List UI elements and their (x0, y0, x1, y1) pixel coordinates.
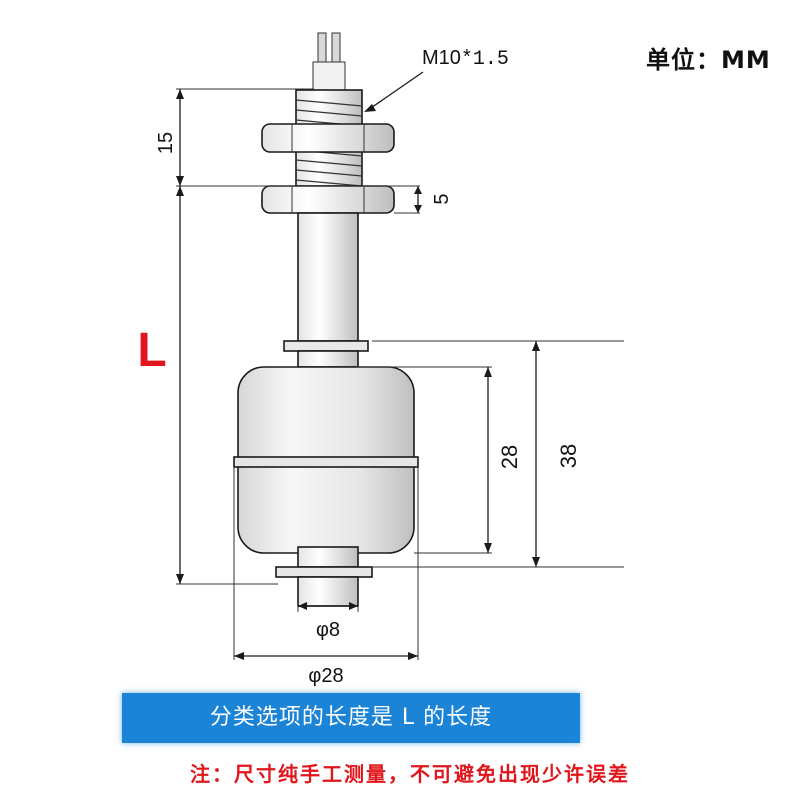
thread-spec: M10 (422, 47, 461, 69)
length-label: L (137, 324, 166, 377)
extension-lines (176, 88, 624, 660)
dim-label-38: 38 (556, 444, 581, 468)
thread-callout: M10*1.5 (364, 47, 509, 112)
stem (297, 212, 359, 342)
upper-stop-ring (283, 340, 369, 352)
dim-stem-diameter: φ8 (298, 602, 358, 641)
measurement-note: 注：尺寸纯手工测量，不可避免出现少许误差 (190, 762, 630, 786)
dim-label-phi8: φ8 (316, 619, 340, 641)
length-option-banner: 分类选项的长度是 L 的长度 (122, 693, 580, 743)
wire-leads (312, 32, 346, 92)
dim-nut-height: 5 (414, 186, 453, 213)
dim-float-span: 38 (532, 341, 581, 567)
dim-label-phi28: φ28 (308, 665, 343, 687)
lower-nut (261, 185, 395, 214)
thread-pitch: *1.5 (461, 48, 509, 71)
dim-float-height: 28 (484, 367, 522, 553)
dim-label-28: 28 (497, 445, 522, 469)
lower-stop-ring (275, 566, 373, 578)
upper-nut (261, 123, 395, 153)
thread-label: M10*1.5 (422, 47, 509, 71)
dim-top-height: 15 (155, 89, 184, 186)
dim-float-diameter: φ28 (234, 652, 418, 687)
dim-length-L: L (137, 186, 184, 584)
unit-label: 单位：MM (646, 46, 771, 74)
bottom-tube (297, 576, 359, 607)
dim-label-15: 15 (155, 132, 177, 154)
float-body (233, 366, 419, 554)
dim-label-5: 5 (431, 193, 453, 204)
